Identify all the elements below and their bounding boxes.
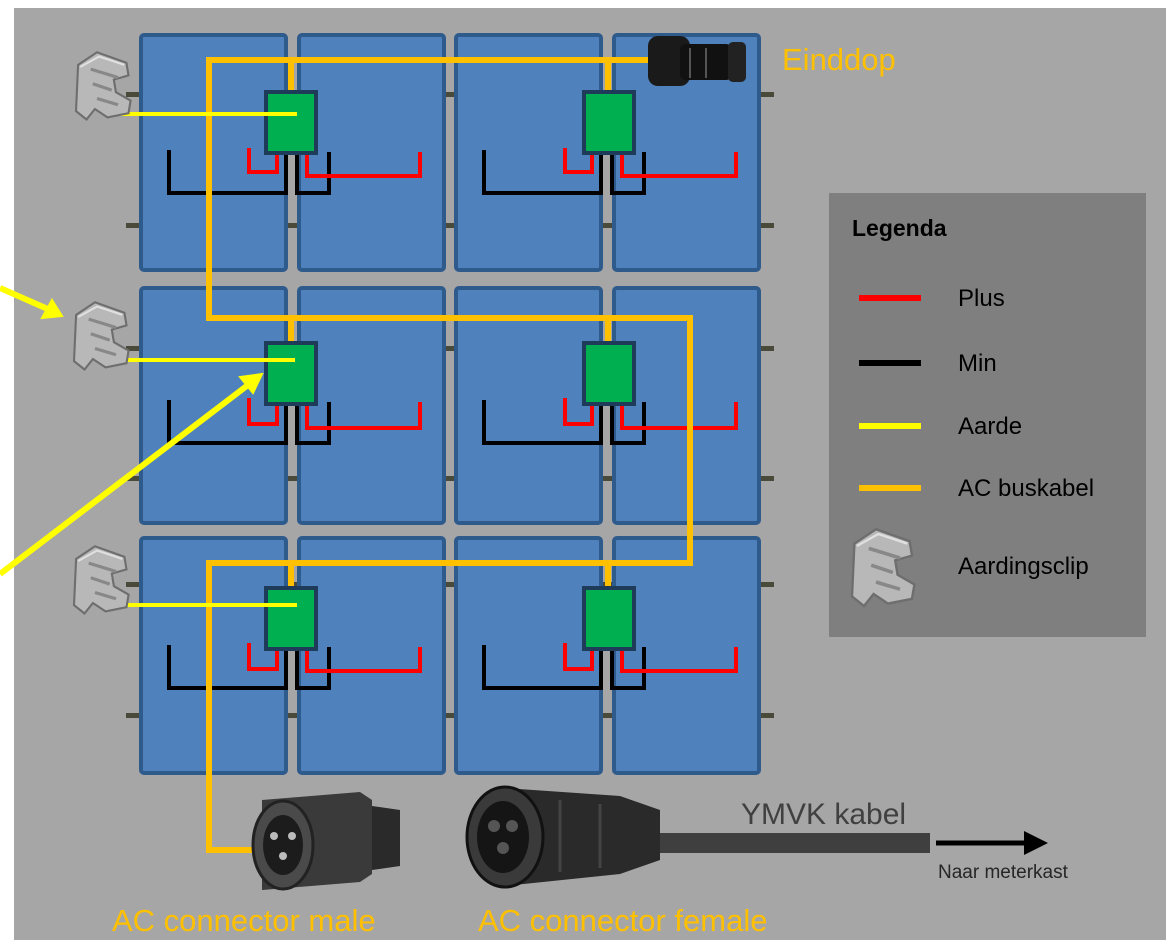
ac-connector-female-icon [465, 785, 660, 889]
aarde-wiring [104, 112, 297, 607]
ac-connector-female-label: AC connector female [478, 903, 768, 938]
microinverter [264, 90, 318, 155]
mounting-rail-stubs [126, 92, 774, 718]
pointer-arrow [0, 285, 52, 313]
legend-title: Legenda [852, 215, 947, 241]
plus-wires [247, 148, 738, 673]
solar-panel [297, 536, 446, 775]
solar-panel [454, 536, 603, 775]
arrow-head-icon [238, 372, 264, 395]
naar-meterkast-label: Naar meterkast [938, 862, 1068, 883]
min-wires [167, 150, 646, 690]
microinverters [264, 90, 636, 651]
ymvk-cable [660, 833, 930, 853]
solar-panel [139, 536, 288, 775]
solar-panel [297, 33, 446, 272]
microinverter [264, 586, 318, 651]
end-cap-icon [648, 36, 746, 86]
solar-panel [297, 286, 446, 525]
microinverter [582, 586, 636, 651]
legend-aardingsclip-label: Aardingsclip [958, 553, 1089, 580]
ac-connector-male-label: AC connector male [112, 903, 376, 938]
ac-connector-male-icon [251, 792, 400, 891]
microinverter [264, 341, 318, 406]
ac-bus-cable [206, 57, 693, 853]
legend-ac-buskabel-label: AC buskabel [958, 475, 1095, 502]
legend-swatches [859, 295, 921, 491]
microinverter [582, 341, 636, 406]
solar-panel-array [139, 33, 761, 775]
pointer-arrow [0, 382, 250, 577]
arrow-right-icon [1024, 831, 1048, 855]
microinverter [582, 90, 636, 155]
legend-plus-label: Plus [958, 285, 1005, 312]
naar-meterkast-arrow [936, 831, 1048, 855]
einddop-label: Einddop [782, 42, 896, 77]
legend-min-label: Min [958, 350, 997, 377]
legend-aarde-label: Aarde [958, 413, 1023, 440]
ymvk-kabel-label: YMVK kabel [741, 798, 907, 831]
solar-panel [454, 33, 603, 272]
pointer-arrows [0, 285, 264, 577]
solar-panel [454, 286, 603, 525]
dc-wiring [167, 148, 738, 690]
arrow-head-icon [40, 298, 64, 320]
